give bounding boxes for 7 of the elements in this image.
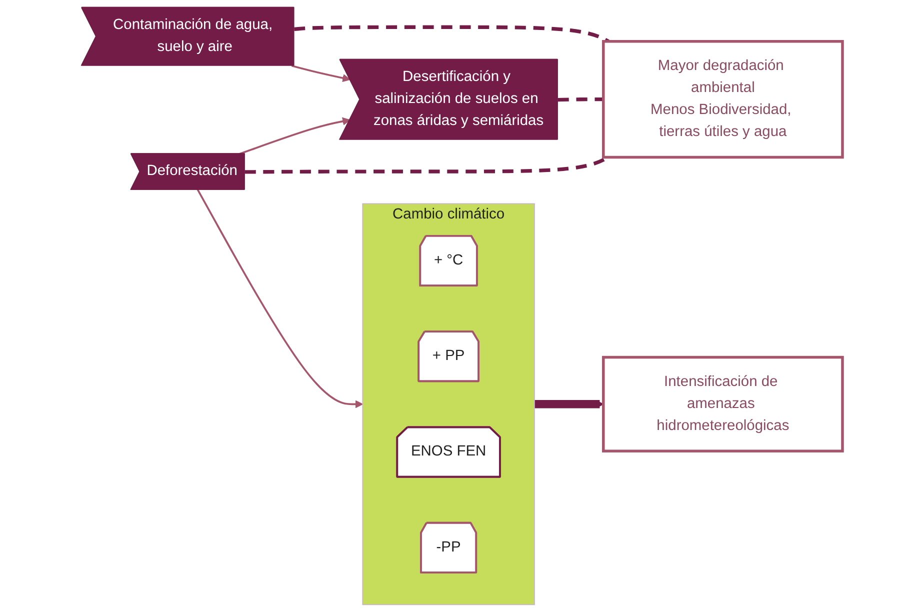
connector	[558, 97, 604, 102]
node-box: Mayor degradación ambiental Menos Biodiversidad, tierras útiles y agua	[602, 40, 844, 159]
arrow	[291, 64, 350, 82]
node-box: Intensificación de amenazas hidrometereológicas	[602, 356, 844, 452]
arrow	[534, 400, 604, 408]
arrow	[196, 189, 364, 408]
arrow	[238, 117, 350, 155]
